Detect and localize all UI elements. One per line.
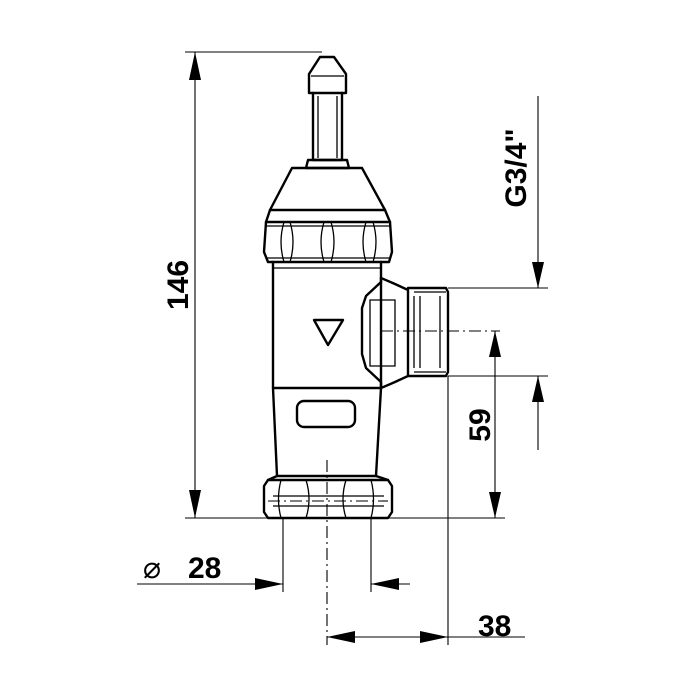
dimension-label-59: 59 [464, 408, 497, 441]
dimension-label-thread: G3/4" [500, 128, 533, 207]
dimension-label-146: 146 [162, 260, 195, 310]
dimension-height-outlet: 59 [388, 331, 505, 519]
dimension-label-38: 38 [478, 610, 511, 643]
flow-direction-icon [312, 318, 345, 347]
side-outlet [360, 276, 450, 390]
dimension-label-28: 28 [188, 552, 221, 585]
dimension-thread: G3/4" [448, 96, 548, 450]
bottom-union-nut [262, 474, 394, 520]
spindle-cap [304, 55, 351, 170]
diameter-symbol: ⌀ [143, 551, 161, 586]
dimension-height-total: 146 [162, 51, 322, 519]
dimension-offset: 38 [327, 376, 525, 645]
bonnet-nut [262, 166, 394, 264]
valve-body [262, 55, 500, 645]
dimension-diameter: ⌀ 28 [137, 518, 410, 592]
main-body [271, 260, 383, 390]
window-slot [295, 399, 357, 429]
